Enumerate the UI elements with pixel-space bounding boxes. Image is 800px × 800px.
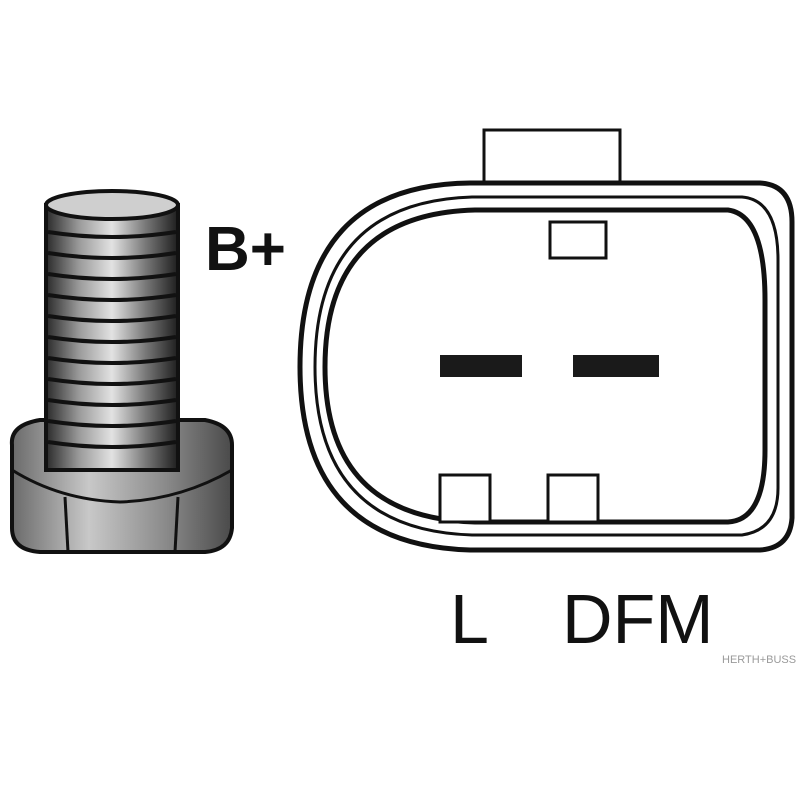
socket-key-notch <box>548 220 608 260</box>
thread-groove <box>47 419 177 428</box>
b-plus-terminal-bolt <box>9 189 234 554</box>
thread-groove <box>47 314 177 323</box>
socket-opening <box>322 207 768 525</box>
thread-groove <box>47 251 177 260</box>
pin-cavity-l <box>438 473 492 524</box>
label-b-plus: B+ <box>205 215 286 284</box>
thread-groove <box>47 377 177 386</box>
label-pin-dfm: DFM <box>562 580 714 658</box>
threaded-shaft <box>44 189 180 472</box>
contact-blade-l <box>440 355 522 377</box>
plug-housing <box>297 128 795 553</box>
thread-groove <box>47 335 177 344</box>
brand-watermark: HERTH+BUSS <box>722 654 796 666</box>
contact-blade-dfm <box>573 355 659 377</box>
thread-groove <box>47 272 177 281</box>
label-pin-l: L <box>450 580 489 658</box>
thread-groove <box>47 230 177 239</box>
thread-groove <box>47 398 177 407</box>
thread-groove <box>47 356 177 365</box>
pin-cavity-dfm <box>546 473 600 524</box>
thread-groove <box>47 440 177 449</box>
thread-groove <box>47 293 177 302</box>
